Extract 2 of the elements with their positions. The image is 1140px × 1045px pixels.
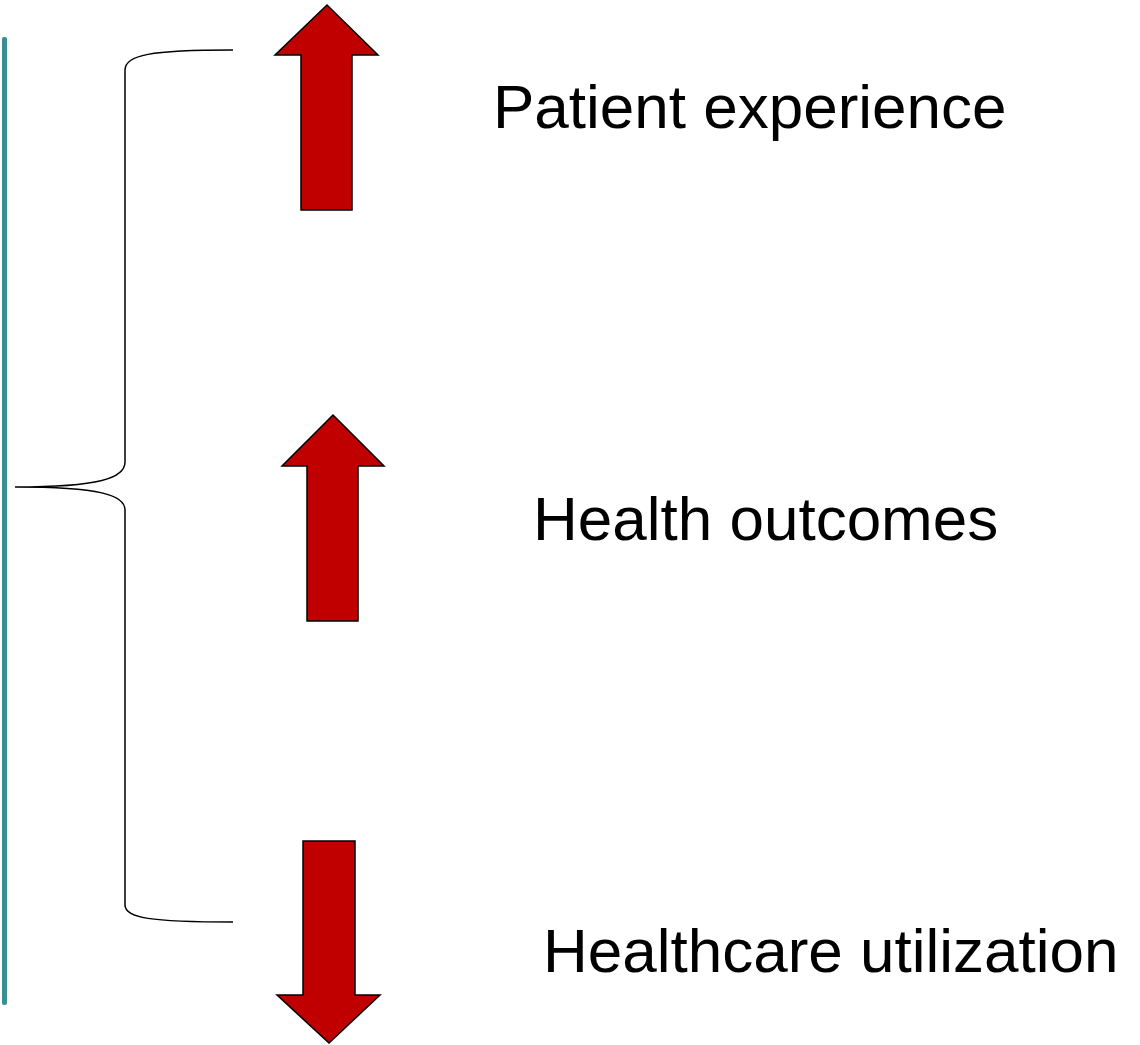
outcome-label: Health outcomes <box>533 488 999 550</box>
outcome-label: Healthcare utilization <box>543 920 1119 982</box>
